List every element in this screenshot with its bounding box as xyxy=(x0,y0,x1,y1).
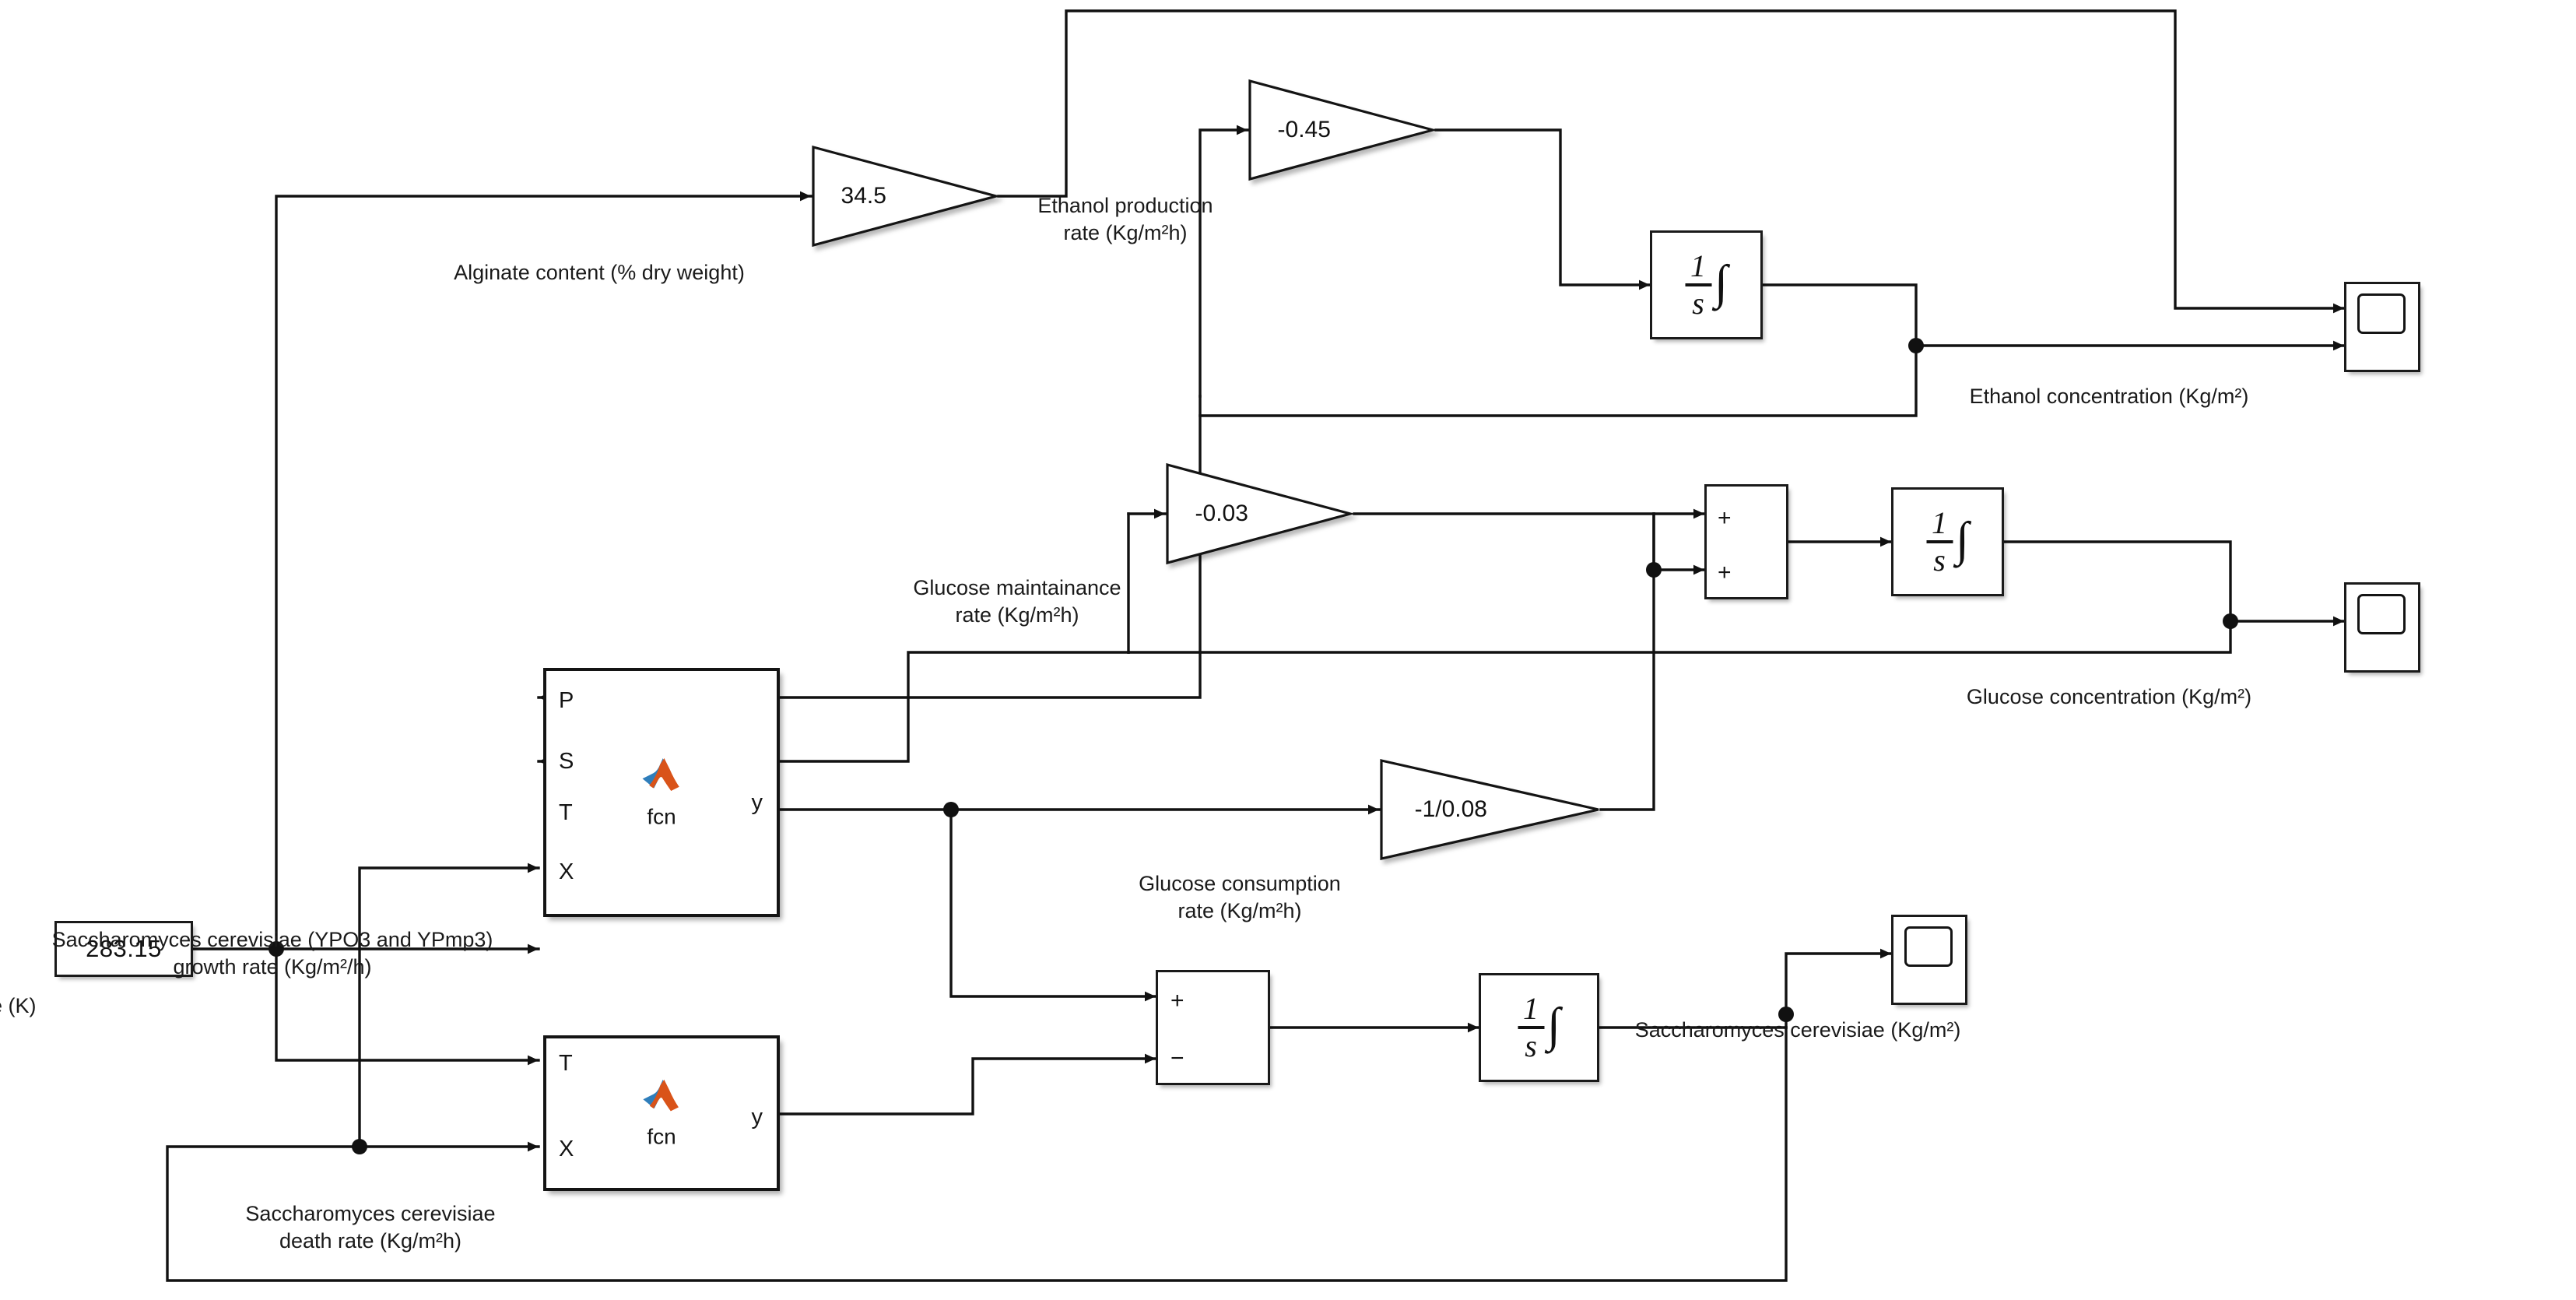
gain-triangle-icon xyxy=(812,145,1002,248)
caption-alginate: Alginate content (% dry weight) xyxy=(454,261,745,284)
integrator-block-ethanol[interactable]: 1 s ∫ xyxy=(1650,230,1763,339)
port-label-X: X xyxy=(559,1137,574,1161)
caption-ethanol-scope: Ethanol concentration (Kg/m²) xyxy=(1969,385,2249,408)
integral-sign-icon: ∫ xyxy=(1547,999,1560,1052)
sum-block-biomass[interactable]: + − xyxy=(1156,970,1270,1085)
one-over-s: 1 s xyxy=(1518,993,1545,1062)
gain-block-ethanol-production[interactable]: -0.45 xyxy=(1248,79,1438,181)
caption-growth-fcn: Saccharomyces cerevisiae (YPO3 and YPmp3… xyxy=(51,928,493,979)
integrator-block-biomass[interactable]: 1 s ∫ xyxy=(1479,973,1599,1082)
port-label-y: y xyxy=(751,1105,763,1130)
caption-biomass-scope: Saccharomyces cerevisiae (Kg/m²) xyxy=(1634,1018,1961,1042)
port-label-T: T xyxy=(559,1051,573,1076)
port-label-P: P xyxy=(559,688,574,713)
one-over-s: 1 s xyxy=(1685,251,1712,319)
sum-sign-minus: − xyxy=(1170,1045,1184,1071)
constant-value: 283.15 xyxy=(86,935,162,962)
caption-glucose-maintainance: Glucose maintainance rate (Kg/m²h) xyxy=(913,576,1121,627)
scope-screen-icon xyxy=(2357,293,2406,334)
port-label-T: T xyxy=(559,800,573,825)
scope-screen-icon xyxy=(2357,594,2406,634)
port-label-X: X xyxy=(559,859,574,884)
gain-value-ethanol-production: -0.45 xyxy=(1277,117,1331,142)
caption-temperature: Temperature (K) xyxy=(0,994,37,1017)
integral-sign-icon: ∫ xyxy=(1714,256,1728,310)
gain-value-glucose-maintainance: -0.03 xyxy=(1195,501,1248,526)
gain-triangle-icon xyxy=(1380,758,1599,861)
integrator-block-glucose[interactable]: 1 s ∫ xyxy=(1891,487,2004,596)
matlab-fcn-label: fcn xyxy=(647,804,676,829)
matlab-fcn-center: fcn xyxy=(640,756,683,830)
sum-sign-plus: + xyxy=(1170,988,1184,1014)
port-label-y: y xyxy=(751,790,763,815)
scope-screen-icon xyxy=(1904,926,1953,967)
integrator-symbol-group: 1 s ∫ xyxy=(1926,508,1969,576)
integrator-symbol-group: 1 s ∫ xyxy=(1685,251,1728,319)
gain-triangle-icon xyxy=(1248,79,1438,181)
gain-value-alginate: 34.5 xyxy=(841,183,886,209)
scope-block-biomass[interactable] xyxy=(1891,915,1967,1005)
matlab-fcn-center: fcn xyxy=(640,1077,683,1150)
matlab-fcn-label: fcn xyxy=(647,1124,676,1149)
caption-glucose-scope: Glucose concentration (Kg/m²) xyxy=(1966,685,2252,708)
sum-block-glucose[interactable]: + + xyxy=(1704,484,1788,599)
constant-block-temperature[interactable]: 283.15 xyxy=(54,921,193,977)
matlab-function-block-growth[interactable]: P S T X y fcn xyxy=(543,668,780,917)
matlab-function-block-death[interactable]: T X y fcn xyxy=(543,1035,780,1191)
caption-ethanol-production: Ethanol production rate (Kg/m²h) xyxy=(1037,194,1213,244)
matlab-logo-icon xyxy=(642,758,679,791)
caption-death-fcn: Saccharomyces cerevisiae death rate (Kg/… xyxy=(245,1202,496,1253)
sum-sign-plus-2: + xyxy=(1718,560,1732,585)
integral-sign-icon: ∫ xyxy=(1956,513,1969,567)
matlab-logo-icon xyxy=(643,1079,679,1112)
sum-sign-plus-1: + xyxy=(1718,505,1732,531)
gain-value-glucose-consumption: -1/0.08 xyxy=(1414,796,1487,822)
gain-block-glucose-maintainance[interactable]: -0.03 xyxy=(1165,462,1356,565)
gain-block-glucose-consumption[interactable]: -1/0.08 xyxy=(1379,758,1601,861)
gain-triangle-icon xyxy=(1166,462,1356,565)
caption-glucose-consumption: Glucose consumption rate (Kg/m²h) xyxy=(1139,872,1341,922)
scope-block-ethanol[interactable] xyxy=(2344,282,2420,372)
port-label-S: S xyxy=(559,749,574,774)
integrator-symbol-group: 1 s ∫ xyxy=(1518,993,1560,1062)
one-over-s: 1 s xyxy=(1926,508,1953,576)
gain-block-alginate[interactable]: 34.5 xyxy=(811,145,1002,248)
scope-block-glucose[interactable] xyxy=(2344,582,2420,673)
